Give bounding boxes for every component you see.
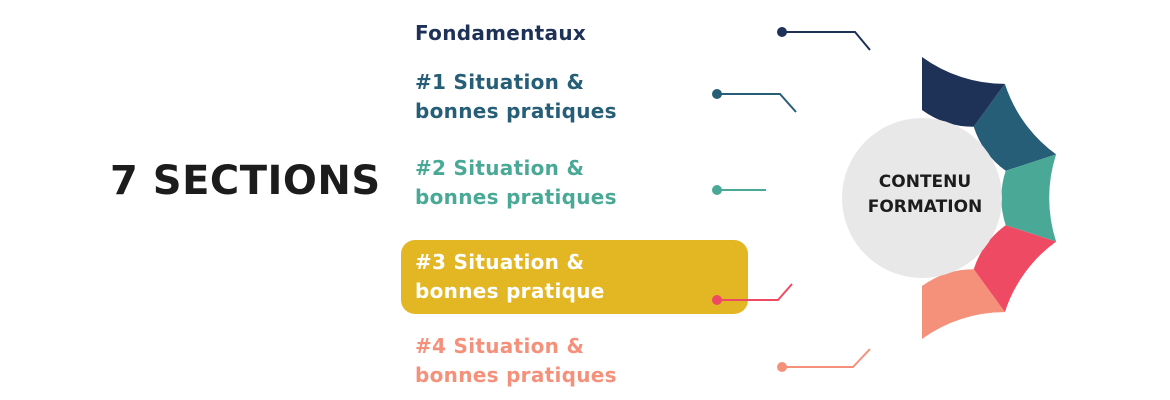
- connector-line-4: [782, 348, 871, 368]
- section-label-line1: #3 Situation &: [415, 250, 585, 274]
- highlight-box: [401, 240, 748, 314]
- connector-dot-2: [712, 185, 722, 195]
- center-label-line1: CONTENU: [878, 172, 972, 192]
- section-label-line2: bonnes pratiques: [415, 99, 617, 123]
- ring-segments: [922, 57, 1057, 339]
- connector-line-0: [782, 31, 871, 51]
- section-label-line2: bonnes pratique: [415, 279, 605, 303]
- ring-segment-4: [922, 269, 1005, 339]
- section-label-3: #3 Situation & bonnes pratique: [415, 248, 605, 306]
- section-label-line1: #1 Situation &: [415, 70, 585, 94]
- section-label-2: #2 Situation & bonnes pratiques: [415, 154, 617, 212]
- connector-line-1: [717, 93, 797, 113]
- section-label-line2: bonnes pratiques: [415, 363, 617, 387]
- connector-lines: [712, 27, 871, 372]
- ring-segment-3: [973, 225, 1057, 313]
- connector-dot-0: [777, 27, 787, 37]
- center-label-line2: FORMATION: [867, 197, 983, 217]
- connector-dot-3: [712, 295, 722, 305]
- heading-title: 7 SECTIONS: [110, 158, 381, 204]
- ring-segment-2: [1001, 154, 1057, 242]
- section-label-1: #1 Situation & bonnes pratiques: [415, 68, 617, 126]
- section-label-line1: Fondamentaux: [415, 21, 587, 45]
- section-label-line1: #2 Situation &: [415, 156, 585, 180]
- connector-line-3: [717, 283, 793, 301]
- center-circle: [842, 118, 1002, 278]
- section-label-fondamentaux: Fondamentaux: [415, 19, 586, 48]
- section-label-4: #4 Situation & bonnes pratiques: [415, 332, 617, 390]
- connector-dot-4: [777, 362, 787, 372]
- ring-segment-1: [973, 83, 1057, 171]
- section-label-line1: #4 Situation &: [415, 334, 585, 358]
- connector-dot-1: [712, 89, 722, 99]
- center-label: CONTENU FORMATION: [842, 170, 1008, 220]
- section-label-line2: bonnes pratiques: [415, 185, 617, 209]
- ring-segment-0: [922, 57, 1005, 127]
